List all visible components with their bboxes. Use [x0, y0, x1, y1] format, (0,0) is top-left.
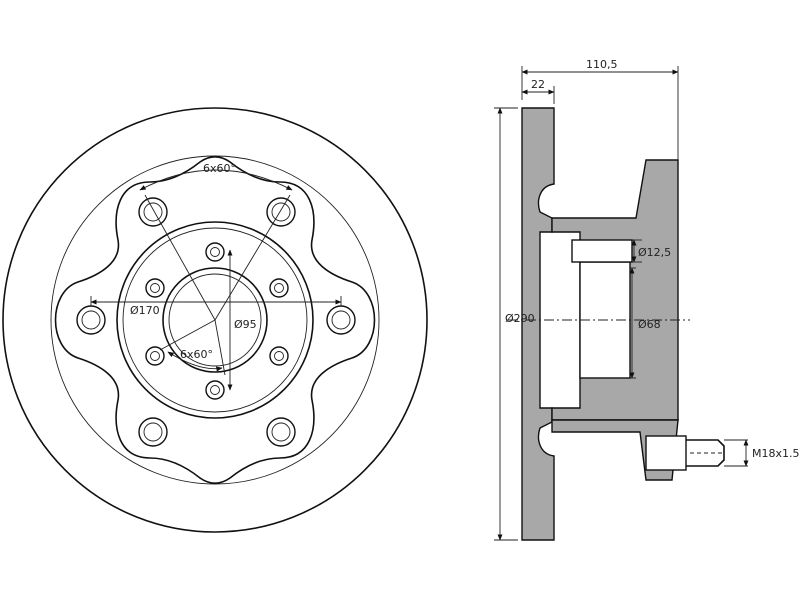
small-hole — [145, 278, 165, 298]
dim-outer-diameter-label: Ø290 — [505, 312, 535, 325]
dim-angle-outer: 6x60° — [139, 162, 293, 321]
hub-shoulder-inner — [122, 227, 308, 413]
hub-shoulder-outer — [116, 221, 314, 419]
dim-total-height-label: 110,5 — [586, 58, 618, 71]
inner-holes — [145, 242, 289, 400]
dim-hub-bore: Ø68 — [629, 267, 661, 379]
dim-bore-label: Ø95 — [234, 318, 257, 331]
center-bore-outer — [162, 267, 268, 373]
dim-hub-bore-label: Ø68 — [638, 318, 661, 331]
dim-pilot: Ø12,5 — [631, 239, 671, 263]
hub-flange-outline — [54, 155, 376, 485]
bolt-hole — [266, 417, 296, 447]
small-hole — [205, 380, 225, 400]
disc-outer-edge — [2, 107, 428, 533]
bolt-hole — [138, 197, 168, 227]
dim-angle-inner: 6x60° — [159, 319, 226, 376]
dim-pcd-label: Ø170 — [130, 304, 160, 317]
small-hole — [205, 242, 225, 262]
dim-pilot-label: Ø12,5 — [638, 246, 671, 259]
wheel-stud — [645, 435, 725, 471]
dim-disc-thickness-label: 22 — [531, 78, 545, 91]
bolt-hole — [326, 305, 356, 335]
bolt-hole — [266, 197, 296, 227]
dim-thread-label: M18x1.5 — [752, 447, 800, 460]
dim-bore: Ø95 — [227, 249, 257, 391]
small-hole — [269, 346, 289, 366]
pilot-recess — [571, 239, 633, 263]
small-hole — [145, 346, 165, 366]
dim-outer-diameter: Ø290 — [494, 107, 535, 541]
dim-angle-outer-label: 6x60° — [203, 162, 236, 175]
front-view: 6x60° Ø170 Ø95 6x60° — [2, 107, 428, 533]
dim-thread: M18x1.5 — [724, 439, 800, 467]
bolt-hole — [76, 305, 106, 335]
small-hole — [269, 278, 289, 298]
dim-angle-inner-label: 6x60° — [180, 348, 213, 361]
disc-section — [521, 107, 555, 541]
side-view: 110,5 22 Ø290 Ø12,5 Ø68 — [494, 58, 800, 541]
dim-disc-thickness: 22 — [521, 78, 555, 104]
dim-pcd: Ø170 — [90, 296, 342, 317]
bolt-hole — [138, 417, 168, 447]
